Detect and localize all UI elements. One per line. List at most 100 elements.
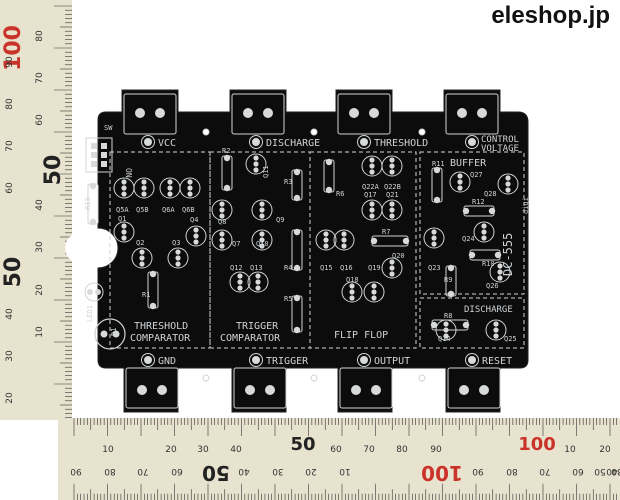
transistor-footprint xyxy=(489,261,511,283)
designator-d1: D1 xyxy=(110,328,118,336)
ruler-big-label: 100 xyxy=(518,434,556,455)
section-boxes xyxy=(109,151,525,349)
ruler-tick-label: 80 xyxy=(396,445,408,455)
resistor-pads xyxy=(89,154,502,334)
section-comparator1-label: COMPARATOR xyxy=(130,333,191,344)
ruler-tick-label: 40 xyxy=(230,445,242,455)
designator-r3: R3 xyxy=(284,178,292,186)
designator-q18: Q18 xyxy=(346,276,359,284)
transistor-footprint xyxy=(497,173,519,195)
transistor-footprint xyxy=(133,177,155,199)
ruler-big-label: 100 xyxy=(1,25,26,71)
designator-q9: Q9 xyxy=(276,216,284,224)
control-label: CONTROL xyxy=(481,135,519,145)
designator-q10: Q10 xyxy=(256,240,269,248)
designator-q1: Q1 xyxy=(118,215,126,223)
section-discharge-label: DISCHARGE xyxy=(464,305,513,315)
transistor-footprint xyxy=(247,271,269,293)
ruler-tick-label: 10 xyxy=(564,445,576,455)
ruler-tick-label: 30 xyxy=(272,466,284,476)
ruler-big-label: 50 xyxy=(41,155,66,186)
designator-r11: R11 xyxy=(432,160,445,168)
designator-q16: Q16 xyxy=(340,264,353,272)
horizontal-ruler: 10 20 30 40 60 70 80 90 10 20 50 100 90 … xyxy=(58,418,620,500)
brand-label: DC-555 xyxy=(501,233,515,276)
transistor-footprint xyxy=(341,281,363,303)
transistor-footprint xyxy=(361,199,383,221)
designator-q20: Q20 xyxy=(392,252,405,260)
ruler-tick-label: 80 xyxy=(35,30,45,42)
transistor-footprint xyxy=(251,229,273,251)
ruler-tick-label: 20 xyxy=(305,466,317,476)
designator-q14: Q14 xyxy=(438,335,451,343)
designator-r7: R7 xyxy=(382,228,390,236)
ruler-tick-label: 10 xyxy=(339,466,351,476)
ruler-tick-label: 90 xyxy=(5,56,15,68)
designator-r5: R5 xyxy=(284,295,292,303)
designator-q6b: Q6B xyxy=(182,206,195,214)
designator-r13: R13 xyxy=(84,197,92,210)
designator-q4: Q4 xyxy=(190,216,198,224)
designator-q22b: Q22B xyxy=(384,183,401,191)
transistor-footprint xyxy=(381,257,403,279)
transistor-footprint xyxy=(131,247,153,269)
designator-q8: Q8 xyxy=(218,218,226,226)
designator-q15: Q15 xyxy=(320,264,333,272)
transistor-footprint xyxy=(185,225,207,247)
designator-q7: Q7 xyxy=(232,240,240,248)
designator-q22a: Q22A xyxy=(362,183,380,191)
transistor-footprint xyxy=(315,229,337,251)
designator-r8: R8 xyxy=(444,312,452,320)
ruler-tick-label: 80 xyxy=(506,466,518,476)
ruler-big-label: 100 xyxy=(421,461,463,485)
transistor-footprint xyxy=(229,271,251,293)
ruler-tick-label: 60 xyxy=(572,466,584,476)
ruler-big-label: 50 xyxy=(290,434,315,455)
transistor-footprint xyxy=(211,199,233,221)
reset-label: RESET xyxy=(482,356,512,367)
designator-q11: Q11 xyxy=(262,165,270,178)
ruler-big-label: 50 xyxy=(202,461,230,485)
ruler-tick-label: 10 xyxy=(102,445,114,455)
ruler-tick-label: 30 xyxy=(5,350,15,362)
transistor-footprint xyxy=(251,199,273,221)
ruler-tick-label: 20 xyxy=(599,445,611,455)
ruler-tick-label: 40 xyxy=(238,466,250,476)
ruler-tick-label: 90 xyxy=(472,466,484,476)
ruler-tick-label: 40 xyxy=(5,308,15,320)
discharge-header-label: DISCHARGE xyxy=(266,138,320,149)
ruler-tick-label: 20 xyxy=(5,392,15,404)
transistor-footprint xyxy=(363,281,385,303)
ruler-tick-label: 30 xyxy=(197,445,209,455)
designator-q2: Q2 xyxy=(136,239,144,247)
ruler-tick-label: 90 xyxy=(70,466,82,476)
ruler-tick-label: 70 xyxy=(363,445,375,455)
on-label: ON xyxy=(124,168,133,178)
ruler-tick-label: 10 xyxy=(35,326,45,338)
ruler-tick-label: 70 xyxy=(137,466,149,476)
pcb-board: SW ON VCC DISCHARGE THRESHOLD CONTROL VO… xyxy=(65,89,530,413)
designator-r1: R1 xyxy=(142,291,150,299)
ruler-tick-label: 70 xyxy=(35,72,45,84)
ruler-tick-label: 60 xyxy=(5,182,15,194)
ruler-tick-label: 20 xyxy=(35,284,45,296)
ruler-tick-label: 60 xyxy=(330,445,342,455)
trigger-footer-label: TRIGGER xyxy=(266,356,309,367)
designator-q5a: Q5A xyxy=(116,206,129,214)
section-threshold-label: THRESHOLD xyxy=(134,321,188,332)
ruler-tick-label: 70 xyxy=(539,466,551,476)
ruler-big-label: 50 xyxy=(1,257,26,288)
designator-q23: Q23 xyxy=(428,264,441,272)
transistor-footprint xyxy=(333,229,355,251)
transistor-footprint xyxy=(113,221,135,243)
designator-q12: Q12 xyxy=(230,264,243,272)
designator-led1: LED1 xyxy=(86,305,94,322)
output-label: OUTPUT xyxy=(374,356,410,367)
transistor-footprint xyxy=(167,247,189,269)
vertical-ruler: 100 50 50 80 70 60 40 30 20 10 90 80 70 … xyxy=(0,0,72,420)
transistor-footprint xyxy=(449,171,471,193)
footer-pads xyxy=(125,367,501,409)
switch-footprint xyxy=(85,137,113,173)
designator-q27: Q27 xyxy=(470,171,483,179)
